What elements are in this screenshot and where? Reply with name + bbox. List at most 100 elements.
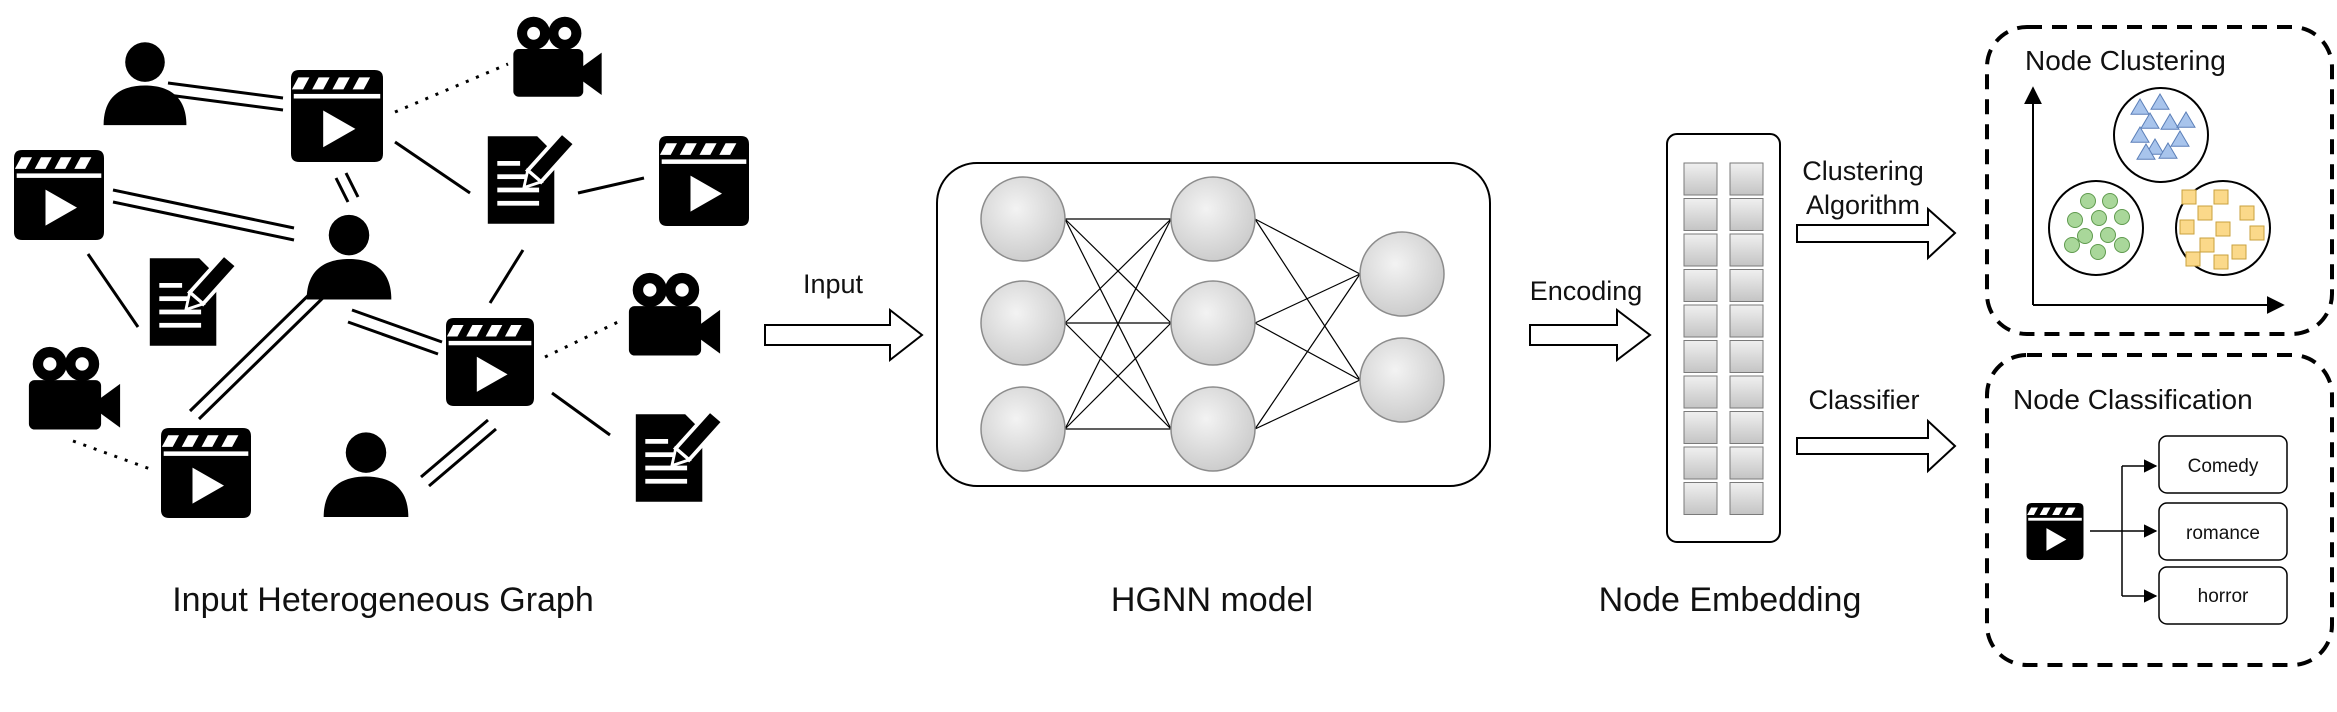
circle-point [2102, 193, 2118, 209]
class-option-horror: horror [2158, 566, 2288, 625]
embedding-cell [1729, 233, 1764, 267]
encoding-arrow [1529, 307, 1652, 363]
user-icon [323, 432, 409, 517]
triangle-point [2145, 138, 2165, 155]
neuron [1359, 231, 1445, 317]
graph-edge [344, 172, 360, 198]
heterogeneous-graph [14, 16, 749, 518]
graph-edge [347, 320, 439, 356]
classification-panel-title: Node Classification [2013, 384, 2253, 415]
circle-point [2080, 193, 2096, 209]
circle-point [2077, 228, 2093, 244]
embedding-cell [1729, 482, 1764, 515]
class-option-comedy: Comedy [2158, 435, 2288, 494]
graph-edge [197, 288, 333, 421]
embedding-cell [1683, 411, 1718, 444]
graph-edge [72, 439, 154, 472]
class-option-romance: romance [2158, 502, 2288, 561]
graph-edge [394, 62, 509, 114]
embedding-cell [1729, 375, 1764, 409]
clustering-arrow-label-line1: Clustering [1802, 156, 1924, 186]
triangle-point [2136, 143, 2156, 160]
triangle-point [2160, 113, 2180, 130]
embedding-cell [1729, 304, 1764, 338]
input-arrow [764, 307, 924, 363]
embedding-cell [1683, 340, 1718, 373]
graph-edge [334, 177, 350, 203]
embedding-cells [1683, 162, 1764, 515]
movie-camera-icon [28, 346, 121, 430]
circle-point [2091, 210, 2107, 226]
circle-point [2067, 212, 2083, 228]
square-point [2179, 219, 2195, 235]
neuron [980, 280, 1066, 366]
neural-connection [1254, 218, 1361, 275]
triangle-point [2130, 98, 2150, 115]
neuron [980, 386, 1066, 472]
embedding-cell [1729, 198, 1764, 231]
movie-icon [291, 70, 383, 162]
movie-camera-icon [628, 272, 721, 356]
square-point [2185, 251, 2201, 267]
user-icon [306, 214, 392, 300]
graph-edge [420, 418, 489, 479]
movie-icon [14, 150, 104, 240]
embedding-cell [1683, 198, 1718, 231]
clustering-panel-title: Node Clustering [2025, 45, 2226, 76]
encoding-arrow-label: Encoding [1530, 276, 1643, 306]
graph-edge [351, 308, 443, 344]
neural-connection [1254, 273, 1361, 430]
classifier-arrow [1796, 418, 1957, 474]
document-icon [150, 255, 237, 346]
embedding-cell [1683, 304, 1718, 338]
triangle-point [2140, 112, 2160, 129]
square-point [2231, 244, 2247, 260]
neuron [1170, 176, 1256, 262]
square-point [2213, 189, 2229, 205]
square-point [2215, 221, 2231, 237]
neural-connection [1254, 218, 1361, 381]
square-point [2249, 225, 2265, 241]
hgnn-model [936, 162, 1491, 487]
movie-icon [2026, 503, 2084, 560]
embedding-cell [1683, 375, 1718, 409]
triangle-point [2130, 126, 2150, 143]
movie-camera-icon [513, 16, 602, 97]
document-icon [636, 411, 723, 502]
document-icon [488, 133, 575, 224]
input-arrow-label: Input [803, 269, 864, 299]
triangle-point [2150, 93, 2170, 110]
neural-connection [1254, 379, 1361, 430]
graph-edge [488, 249, 525, 304]
classification-connectors [2090, 459, 2158, 603]
graph-edge [544, 320, 619, 359]
neural-connection [1064, 322, 1172, 430]
cluster-points [2064, 93, 2265, 270]
model-caption: HGNN model [1111, 581, 1313, 619]
neuron [1170, 386, 1256, 472]
square-point [2213, 254, 2229, 270]
embedding-cell [1729, 446, 1764, 480]
graph-edge [167, 93, 284, 112]
circle-point [2100, 227, 2116, 243]
embedding-cell [1683, 233, 1718, 267]
circle-point [2090, 244, 2106, 260]
embedding-cell [1729, 162, 1764, 196]
square-point [2199, 237, 2215, 253]
node-embedding [1666, 133, 1781, 543]
movie-icon [161, 428, 251, 518]
circle-point [2114, 209, 2130, 225]
embedding-caption: Node Embedding [1599, 581, 1862, 619]
neuron [1359, 337, 1445, 423]
circle-point [2064, 237, 2080, 253]
triangle-point [2158, 142, 2178, 159]
neuron [1170, 280, 1256, 366]
neural-connection [1064, 218, 1172, 324]
graph-edge [577, 176, 645, 195]
embedding-cell [1683, 162, 1718, 196]
graph-edge [394, 140, 471, 195]
graph-edge [188, 280, 324, 413]
classifier-arrow-label: Classifier [1808, 385, 1919, 415]
movie-icon [446, 318, 534, 406]
embedding-cell [1683, 446, 1718, 480]
